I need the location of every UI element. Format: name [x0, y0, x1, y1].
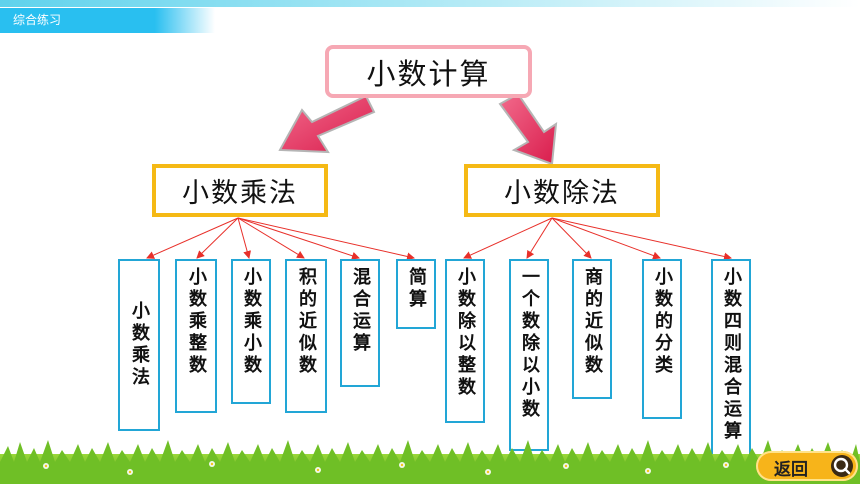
leaf-node: 小数乘法	[118, 259, 160, 431]
header-strip	[0, 0, 860, 7]
leaf-node: 积的近似数	[285, 259, 327, 413]
leaf-label: 简算	[406, 267, 427, 311]
leaf-label: 小数乘小数	[241, 267, 262, 377]
leaf-label: 小数除以整数	[455, 267, 476, 399]
connector-line	[551, 217, 732, 261]
connector-line	[146, 217, 239, 259]
branch-node-multiplication: 小数乘法	[152, 164, 328, 217]
leaf-label: 小数四则混合运算	[721, 267, 742, 443]
leaf-node: 商的近似数	[572, 259, 612, 399]
leaf-label: 混合运算	[350, 267, 371, 355]
back-button-label: 返回	[774, 460, 808, 480]
branch-node-division: 小数除法	[464, 164, 660, 217]
leaf-node: 简算	[396, 259, 436, 329]
leaf-node: 小数四则混合运算	[711, 259, 751, 471]
big-arrow-left	[278, 94, 376, 154]
connector-line	[551, 217, 592, 259]
connector-line	[196, 217, 239, 259]
leaf-node: 一个数除以小数	[509, 259, 549, 451]
leaf-label: 小数乘法	[129, 301, 150, 389]
connector-line	[237, 217, 415, 261]
leaf-node: 混合运算	[340, 259, 380, 387]
header-tab	[0, 8, 215, 33]
leaf-node: 小数乘小数	[231, 259, 271, 404]
grass-strip	[0, 440, 860, 484]
connector-line	[526, 217, 553, 259]
leaf-node: 小数除以整数	[445, 259, 485, 423]
magnifier-icon	[831, 455, 853, 477]
connector-line	[237, 217, 305, 259]
leaf-label: 一个数除以小数	[519, 267, 540, 421]
leaf-label: 商的近似数	[582, 267, 603, 377]
leaf-node: 小数乘整数	[175, 259, 217, 413]
leaf-label: 积的近似数	[296, 267, 317, 377]
leaf-node: 小数的分类	[642, 259, 682, 419]
connector-line	[237, 217, 360, 260]
connector-line	[237, 217, 252, 259]
connector-line	[463, 217, 553, 259]
leaf-label: 小数乘整数	[186, 267, 207, 377]
big-arrow-right	[498, 92, 558, 166]
back-button[interactable]: 返回	[756, 451, 858, 481]
root-node: 小数计算	[325, 45, 532, 98]
leaf-label: 小数的分类	[652, 267, 673, 377]
header-title: 综合练习	[13, 13, 62, 27]
connector-line	[551, 217, 661, 260]
